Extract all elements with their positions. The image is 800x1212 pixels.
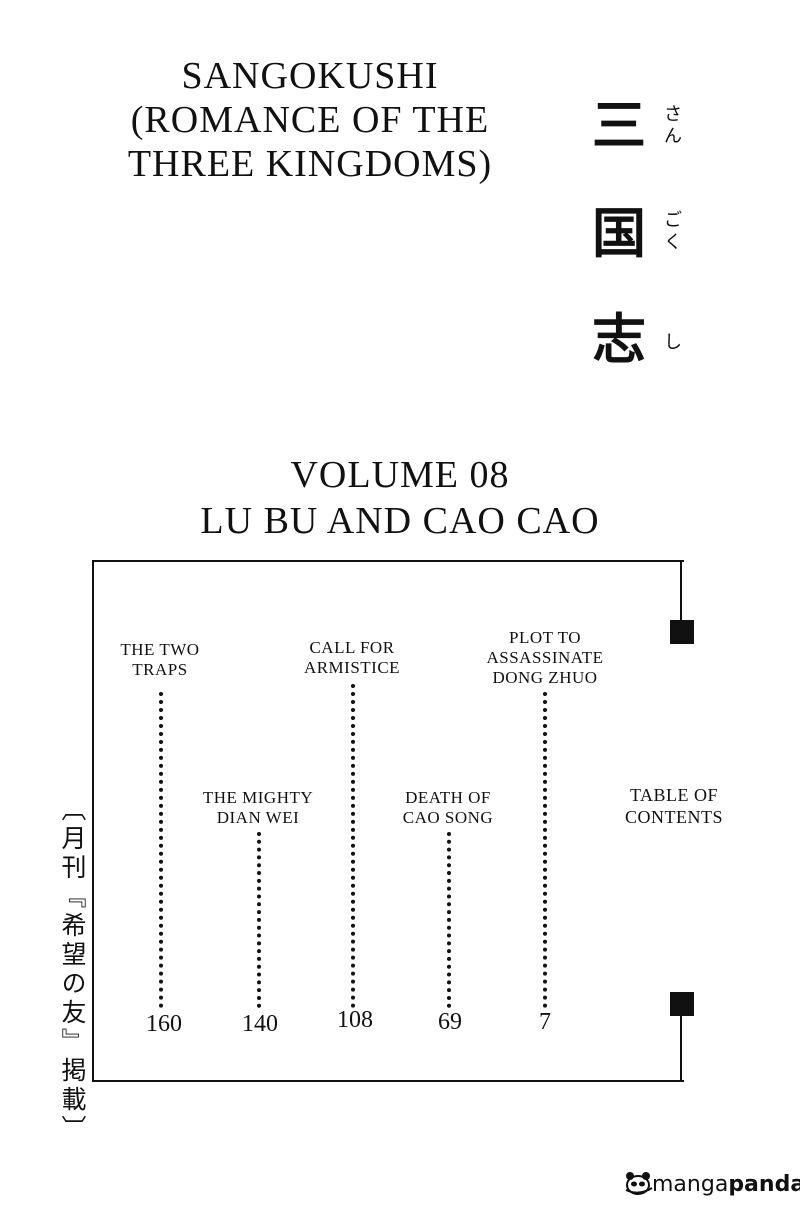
publication-note: 〔月刊『希望の友』掲載〕 xyxy=(58,796,87,1144)
toc-heading: TABLE OF CONTENTS xyxy=(604,784,744,828)
chapter-title: DEATH OF CAO SONG xyxy=(378,788,518,828)
kanji-goku: 国 xyxy=(592,202,646,265)
page-number: 108 xyxy=(337,1007,373,1033)
page-number: 69 xyxy=(438,1009,462,1035)
chapter-title-line: DIAN WEI xyxy=(216,808,300,827)
frame-right-bottom-line xyxy=(680,1014,682,1080)
chapter-title: THE TWO TRAPS xyxy=(100,640,220,680)
logo-text-panda: panda xyxy=(728,1172,800,1197)
chapter-title-line: TRAPS xyxy=(132,660,188,679)
chapter-title: CALL FOR ARMISTICE xyxy=(282,638,422,678)
chapter-title-line: DONG ZHUO xyxy=(492,668,598,687)
dotted-leader xyxy=(257,832,261,1008)
logo-text: mangapanda xyxy=(652,1172,800,1198)
series-title-line-2: (ROMANCE OF THE xyxy=(130,99,490,141)
chapter-title: PLOT TO ASSASSINATE DONG ZHUO xyxy=(470,628,620,688)
frame-bottom-marker xyxy=(670,992,694,1016)
dotted-leader xyxy=(159,692,163,1008)
frame-right-top-line xyxy=(680,560,682,622)
chapter-title-line: DEATH OF xyxy=(405,788,491,807)
logo-text-manga: manga xyxy=(652,1172,729,1197)
toc-heading-line-2: CONTENTS xyxy=(625,807,723,827)
kanji-san: 三 xyxy=(592,94,646,157)
toc-heading-line-1: TABLE OF xyxy=(629,785,719,805)
chapter-title-line: THE MIGHTY xyxy=(202,788,314,807)
furigana-san: さん xyxy=(664,104,682,147)
toc-frame xyxy=(92,560,684,1082)
frame-top-marker xyxy=(670,620,694,644)
furigana-shi: し xyxy=(664,332,682,353)
chapter-title-line: ASSASSINATE xyxy=(486,648,604,667)
volume-subtitle: LU BU AND CAO CAO xyxy=(200,500,600,542)
chapter-title-line: THE TWO xyxy=(120,640,200,659)
chapter-title-line: PLOT TO xyxy=(509,628,581,647)
dotted-leader xyxy=(543,692,547,1008)
chapter-title-line: CALL FOR xyxy=(309,638,395,657)
kanji-shi: 志 xyxy=(592,308,646,371)
series-title-line-1: SANGOKUSHI xyxy=(181,55,439,97)
panda-icon xyxy=(625,1172,653,1195)
chapter-title-line: ARMISTICE xyxy=(303,658,401,677)
series-title-line-3: THREE KINGDOMS) xyxy=(127,143,493,185)
page-number: 160 xyxy=(146,1011,182,1037)
mangapanda-logo: mangapanda xyxy=(624,1168,800,1202)
furigana-goku: ごく xyxy=(664,210,682,253)
page-number: 7 xyxy=(539,1009,551,1035)
dotted-leader xyxy=(351,684,355,1008)
page-number: 140 xyxy=(242,1011,278,1037)
dotted-leader xyxy=(447,832,451,1008)
chapter-title: THE MIGHTY DIAN WEI xyxy=(180,788,336,828)
series-title: SANGOKUSHI (ROMANCE OF THE THREE KINGDOM… xyxy=(100,54,520,186)
volume-title: VOLUME 08 LU BU AND CAO CAO xyxy=(160,452,640,544)
volume-number: VOLUME 08 xyxy=(290,454,510,496)
chapter-title-line: CAO SONG xyxy=(402,808,494,827)
